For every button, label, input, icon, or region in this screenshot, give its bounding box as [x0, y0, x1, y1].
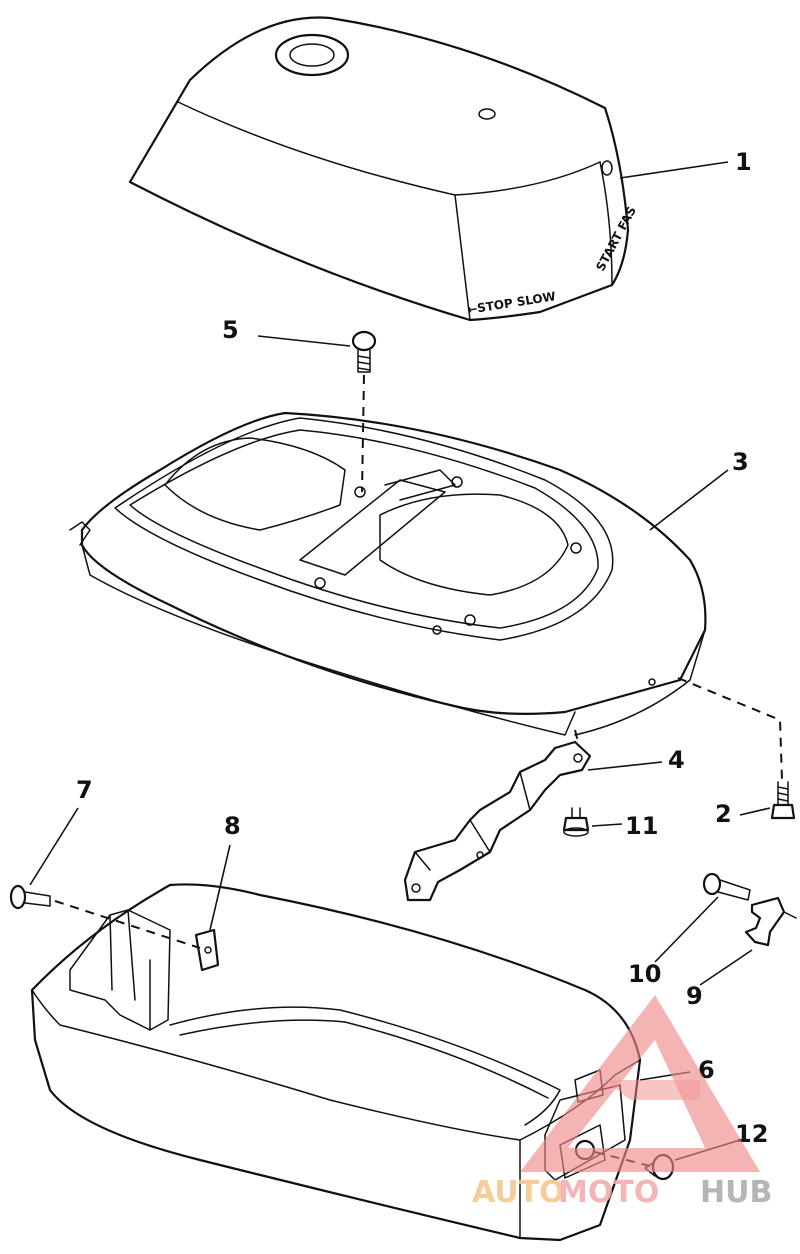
lower-pan — [30, 883, 642, 1242]
watermark-text-hub: HUB — [700, 1175, 772, 1210]
bolt-part-10 — [702, 872, 751, 901]
bolt-part-7 — [9, 884, 51, 910]
callout-4: 4 — [668, 746, 685, 774]
screw-part-11 — [562, 807, 590, 837]
cover-bracket — [403, 740, 592, 902]
watermark-text-moto: MOTO — [558, 1175, 659, 1210]
leader-lines — [29, 161, 771, 1161]
callout-10: 10 — [628, 960, 661, 988]
callout-9: 9 — [686, 982, 703, 1010]
callout-11: 11 — [625, 812, 658, 840]
callout-2: 2 — [715, 800, 732, 828]
callout-7: 7 — [76, 776, 93, 804]
callout-5: 5 — [222, 316, 239, 344]
cover-marking-side: START FAS — [593, 204, 639, 273]
latch-part-9 — [744, 896, 797, 947]
clip-part-8 — [194, 928, 220, 972]
top-cover: ←STOP SLOW START FAS — [128, 16, 639, 322]
callout-labels: 1 2 3 4 5 6 7 8 9 10 11 12 — [76, 148, 768, 1148]
callout-1: 1 — [735, 148, 752, 176]
screw-part-5 — [351, 330, 377, 373]
assembly-dashed-lines — [54, 374, 783, 1167]
watermark-triangle-icon — [520, 995, 760, 1172]
callout-8: 8 — [224, 812, 241, 840]
watermark-logo: AUTO MOTO HUB — [472, 995, 772, 1210]
cover-marking-front: ←STOP SLOW — [466, 289, 556, 317]
watermark-text-auto: AUTO — [472, 1175, 565, 1210]
cover-support-plate — [69, 411, 707, 736]
screw-part-2 — [770, 781, 796, 820]
callout-3: 3 — [732, 448, 749, 476]
